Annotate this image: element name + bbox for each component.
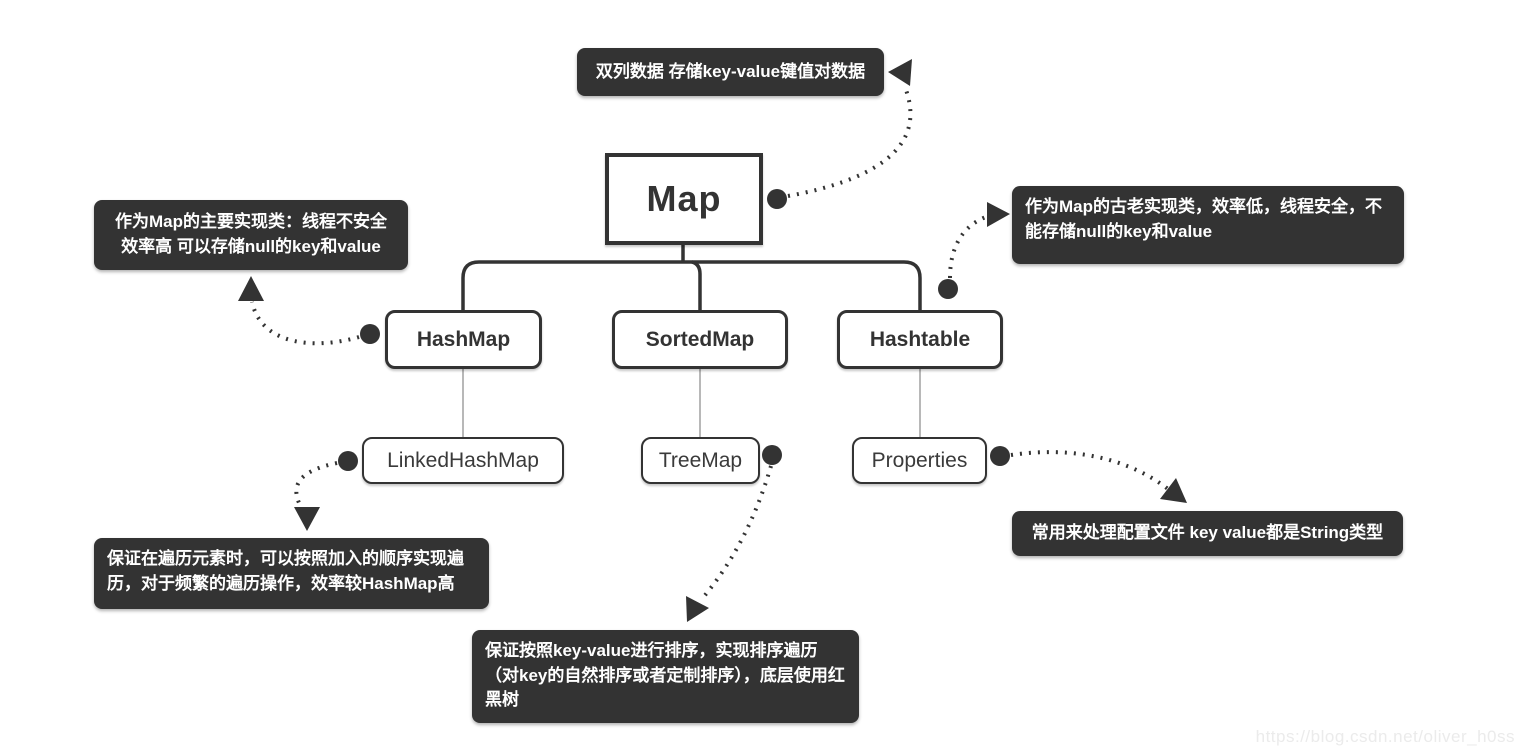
node-properties[interactable]: Properties [852, 437, 987, 484]
note-treemap[interactable]: 保证按照key-value进行排序，实现排序遍历（对key的自然排序或者定制排序… [472, 630, 859, 723]
anchor-dot-hashtable [938, 279, 958, 299]
note-hashtable[interactable]: 作为Map的古老实现类，效率低，线程安全，不能存储null的key和value [1012, 186, 1404, 264]
arrow-path-treemap-note [699, 465, 773, 602]
arrowhead-hashtable-note [987, 202, 1010, 227]
connector-map-rail [461, 260, 922, 310]
arrowhead-hashmap-note [238, 276, 264, 301]
node-properties-label: Properties [871, 448, 968, 472]
node-sortedmap[interactable]: SortedMap [612, 310, 788, 369]
node-sortedmap-label: SortedMap [645, 327, 755, 351]
arrow-path-hashtable-note [948, 215, 987, 279]
node-treemap[interactable]: TreeMap [641, 437, 760, 484]
note-hashmap[interactable]: 作为Map的主要实现类：线程不安全 效率高 可以存储null的key和value [94, 200, 408, 270]
arrowhead-map-note [888, 59, 912, 86]
note-linkedhashmap[interactable]: 保证在遍历元素时，可以按照加入的顺序实现遍历，对于频繁的遍历操作，效率较Hash… [94, 538, 489, 609]
node-map[interactable]: Map [605, 153, 763, 245]
anchor-dot-map [767, 189, 787, 209]
note-map[interactable]: 双列数据 存储key-value键值对数据 [577, 48, 884, 96]
watermark: https://blog.csdn.net/oliver_h0ss [1255, 727, 1515, 746]
note-properties[interactable]: 常用来处理配置文件 key value都是String类型 [1012, 511, 1403, 556]
anchor-dot-hashmap [360, 324, 380, 344]
node-map-label: Map [646, 178, 722, 219]
node-linkedhashmap[interactable]: LinkedHashMap [362, 437, 564, 484]
anchor-dot-properties [990, 446, 1010, 466]
arrow-path-map-note [787, 89, 913, 198]
anchor-dot-linkedhashmap [338, 451, 358, 471]
arrowhead-properties-note [1160, 478, 1187, 503]
arrowhead-linkedhashmap-note [294, 507, 320, 531]
node-treemap-label: TreeMap [658, 448, 743, 472]
node-hashtable[interactable]: Hashtable [837, 310, 1003, 369]
connector-map-sortedmap-drop [691, 260, 702, 310]
arrow-path-properties-note [1010, 450, 1170, 491]
arrow-path-linkedhashmap-note [294, 461, 338, 508]
arrow-path-hashmap-note [250, 301, 360, 346]
anchor-dot-treemap [762, 445, 782, 465]
node-linkedhashmap-label: LinkedHashMap [387, 448, 539, 472]
arrowhead-treemap-note [686, 596, 709, 622]
node-hashmap[interactable]: HashMap [385, 310, 542, 369]
node-hashmap-label: HashMap [416, 327, 511, 351]
node-hashtable-label: Hashtable [869, 327, 971, 351]
